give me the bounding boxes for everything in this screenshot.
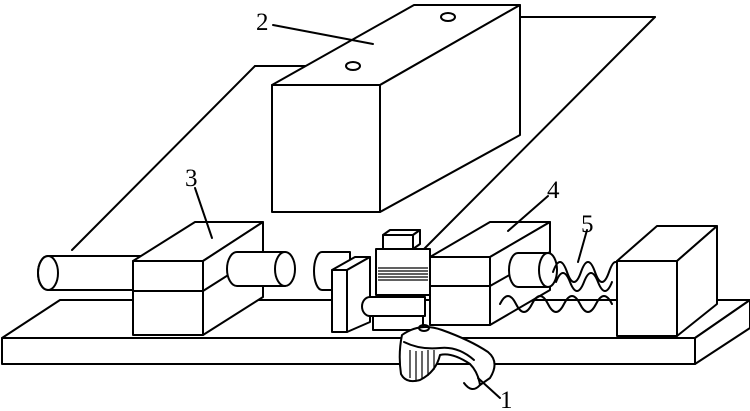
clamp-ribs [378,267,428,281]
right-end-block [616,225,718,337]
label-part-4: 4 [547,177,560,204]
center-clamp [361,229,431,331]
upper-block [271,4,521,213]
label-part-3: 3 [185,165,198,192]
left-cylinder [37,255,151,291]
middle-cylinder [226,251,296,287]
label-part-2: 2 [256,9,269,36]
support-plate [331,256,371,333]
spring-coil [499,261,622,313]
right-cylinder [508,252,558,288]
leader-lines [194,24,588,399]
label-part-5: 5 [581,211,594,238]
clamp-lever [398,324,496,390]
label-part-1: 1 [500,387,513,411]
